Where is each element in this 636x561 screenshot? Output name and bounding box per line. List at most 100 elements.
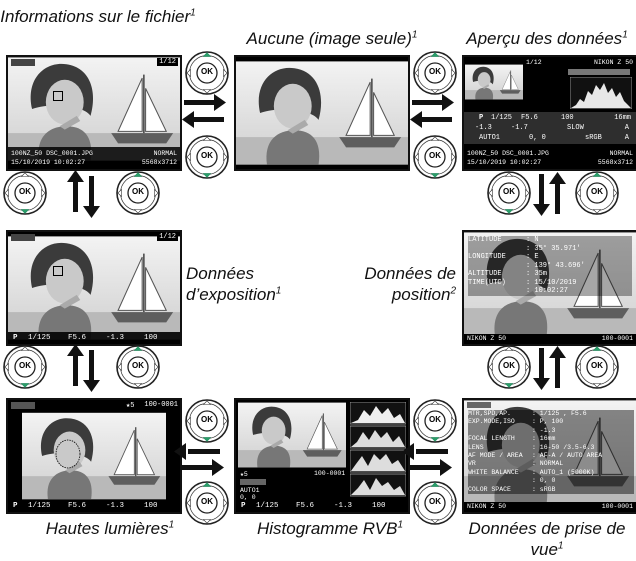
screen-exposure-data: 1/12 P 1/125 F5.6 -1.3 100: [6, 230, 182, 346]
shooting-row: LENS: 16-50 /3.5-6.3: [468, 443, 595, 451]
arrow-up-icon: [67, 344, 84, 386]
shooting-row: MTR,SPD,AP.: 1/125 , F5.6: [468, 410, 587, 417]
ok-button-label: OK: [201, 67, 213, 76]
location-row: LONGITUDE: E: [468, 253, 539, 261]
location-row: : 10:02:27: [526, 287, 569, 295]
exposure-compensation: -1.3: [106, 334, 125, 342]
shooting-row: AF MODE / AREA: AF-A / AUTO AREA: [468, 452, 603, 460]
ok-button-label: OK: [429, 67, 441, 76]
multi-selector-up-mid-left: OK: [115, 344, 161, 390]
protect-rating-icons: [467, 402, 491, 408]
exposure-info-bar: P 1/125 F5.6 -1.3 100: [8, 332, 180, 344]
aperture: F5.6: [296, 502, 315, 510]
ok-button-label: OK: [201, 151, 213, 160]
ok-button-label: OK: [201, 415, 213, 424]
image-number: 100-0001: [601, 503, 633, 510]
frame-counter: 1/12: [526, 59, 542, 66]
location-row: LATITUDE: N: [468, 236, 539, 244]
camera-name: NIKON Z 50: [467, 503, 507, 510]
multi-selector-icon: [185, 51, 229, 95]
ok-button-label: OK: [429, 497, 441, 506]
multi-selector-icon: [185, 481, 229, 525]
photo-image-highlights: [22, 412, 166, 500]
arrow-left-icon: [410, 459, 452, 476]
frame-counter: 1/12: [157, 58, 178, 66]
iso-sensitivity: 100: [561, 114, 574, 122]
multi-selector-up-low-right: OK: [574, 344, 620, 390]
caption-overview: Aperçu des données1: [466, 29, 628, 48]
caption-file-info: Informations sur le fichier1: [0, 7, 196, 26]
multi-selector-icon: [575, 171, 619, 215]
rating: ★5: [126, 402, 135, 410]
screen-image-only: [234, 55, 410, 171]
exposure-mode: P: [479, 114, 484, 122]
exposure-mode: P: [13, 502, 18, 510]
arrow-up-icon: [549, 172, 566, 214]
arrow-down-icon: [533, 348, 550, 390]
location-row: TIME(UTC): 15/10/2019: [468, 278, 577, 287]
multi-selector-down-top-right: OK: [412, 134, 458, 180]
shutter-speed: 1/125: [28, 334, 51, 342]
ok-button-label: OK: [132, 187, 144, 196]
iso-sensitivity: 100: [144, 502, 158, 510]
ok-button-label: OK: [503, 361, 515, 370]
camera-info-bar: NIKON Z 50 100-0001: [464, 502, 636, 512]
shooting-row: WHITE BALANCE: AUTO_1 (5000K): [468, 468, 595, 476]
frame-counter: 1/12: [157, 233, 178, 241]
protect-rating-icons: [11, 234, 35, 241]
screen-location-data: LATITUDE: N : 35° 35.971' LONGITUDE: E :…: [462, 230, 636, 346]
shutter-speed: 1/125: [256, 502, 279, 510]
shooting-row: : -1.3: [532, 426, 556, 434]
ok-button-label: OK: [429, 415, 441, 424]
shooting-row: VR: NORMAL: [468, 460, 564, 468]
caption-rgb-histogram: Histogramme RVB1: [256, 519, 403, 538]
iso-sensitivity: 100: [144, 334, 158, 342]
multi-selector-icon: [3, 345, 47, 389]
arrow-down-icon: [83, 350, 100, 392]
camera-name: NIKON Z 50: [593, 59, 633, 66]
image-number: 100-0001: [144, 401, 178, 409]
focus-point-icon: [53, 266, 63, 276]
white-balance-fine-tune: 0, 0: [529, 134, 546, 142]
protect-rating-icons: [11, 402, 35, 409]
exposure-mode: P: [13, 334, 18, 342]
date-time: 15/10/2019 10:02:27: [467, 159, 542, 166]
caption-highlights: Hautes lumières1: [45, 519, 175, 538]
ok-button-label: OK: [19, 361, 31, 370]
multi-selector-icon: [116, 345, 160, 389]
screen-overview: 1/12 NIKON Z 50 P 1/125 F5.6 100 16mm -1…: [462, 55, 636, 171]
multi-selector-icon: [413, 135, 457, 179]
multi-selector-down-mid-left: OK: [2, 344, 48, 390]
multi-selector-up-top-mid: OK: [184, 50, 230, 96]
shutter-speed: 1/125: [28, 502, 51, 510]
multi-selector-up-bottom-left: OK: [184, 480, 230, 526]
flash-compensation: -1.7: [511, 124, 528, 132]
multi-selector-up-bottom-right: OK: [412, 480, 458, 526]
shutter-speed: 1/125: [491, 114, 513, 122]
exposure-info-bar: P 1/125 F5.6 -1.3 100: [8, 500, 180, 512]
ok-button-label: OK: [503, 187, 515, 196]
exposure-compensation: -1.3: [334, 502, 353, 510]
histogram-red: [350, 425, 406, 449]
arrow-up-icon: [67, 170, 84, 212]
retouch-icons: [568, 69, 630, 75]
exposure-compensation: -1.3: [106, 502, 125, 510]
arrow-left-icon: [182, 459, 224, 476]
multi-selector-icon: [413, 51, 457, 95]
exposure-info-bar: P 1/125 F5.6 -1.3 100: [236, 500, 408, 512]
rating: ★5: [240, 471, 248, 478]
caption-none: Aucune (image seule)1: [246, 29, 418, 48]
shooting-info-table: P 1/125 F5.6 100 16mm -1.3 -1.7 SLOW A A…: [464, 112, 636, 144]
arrow-right-icon: [402, 443, 448, 460]
multi-selector-up-mid-right: OK: [574, 170, 620, 216]
ok-button-label: OK: [591, 187, 603, 196]
multi-selector-down-top-left: OK: [2, 170, 48, 216]
shooting-data-panel: MTR,SPD,AP.: 1/125 , F5.6 EXP.MODE,ISO: …: [468, 410, 634, 495]
focus-point-icon: [53, 91, 63, 101]
image-quality: NORMAL: [153, 150, 177, 157]
arrow-left-icon: [410, 111, 452, 128]
multi-selector-icon: [487, 171, 531, 215]
